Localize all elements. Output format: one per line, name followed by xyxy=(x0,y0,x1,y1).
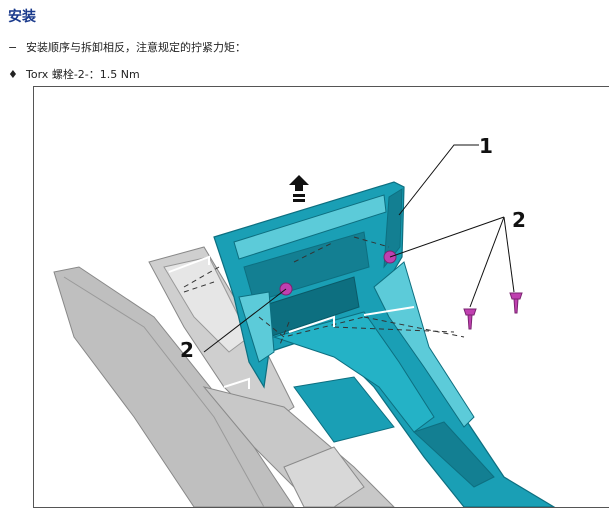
screw-icon xyxy=(463,308,477,330)
section-heading: 安装 xyxy=(8,9,36,25)
leader-lines xyxy=(203,144,515,353)
loose-screws xyxy=(463,292,523,330)
console-bezel-part xyxy=(213,181,556,507)
mounting-clips xyxy=(168,255,415,389)
dash-bullet: − xyxy=(8,41,18,54)
diamond-bullet: ♦ xyxy=(8,68,18,81)
assembly-figure: 1 2 2 xyxy=(33,86,609,508)
screw-icon xyxy=(509,292,523,314)
torque-spec-line: ♦ Torx 螺栓-2-：1.5 Nm xyxy=(8,66,140,82)
callout-1: 1 xyxy=(479,134,493,158)
exploded-view-illustration: 1 2 2 xyxy=(53,134,556,507)
torque-spec-text: Torx 螺栓-2-：1.5 Nm xyxy=(26,68,140,81)
instruction-line: −安装顺序与拆卸相反，注意规定的拧紧力矩： xyxy=(8,39,246,55)
callout-2-left: 2 xyxy=(180,338,194,362)
alignment-lines xyxy=(183,236,465,348)
removal-direction-arrow-icon xyxy=(289,175,309,202)
instruction-text: 安装顺序与拆卸相反，注意规定的拧紧力矩： xyxy=(26,41,246,54)
callout-2-right: 2 xyxy=(512,208,526,232)
